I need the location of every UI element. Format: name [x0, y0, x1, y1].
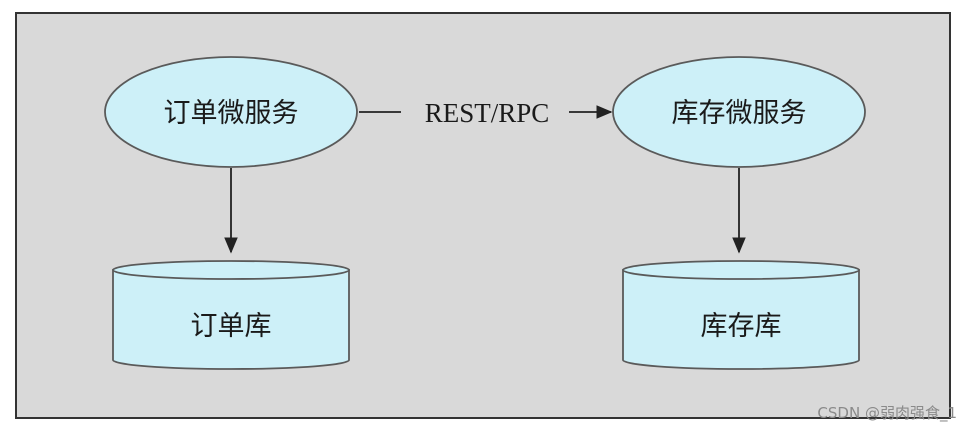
- watermark: CSDN @弱肉强食_1: [817, 404, 957, 422]
- order-service-node: 订单微服务: [104, 56, 358, 168]
- inventory-service-node: 库存微服务: [612, 56, 866, 168]
- order-db-label: 订单库: [191, 311, 272, 342]
- inventory-service-label: 库存微服务: [672, 98, 807, 129]
- service-call-label: REST/RPC: [425, 98, 550, 128]
- order-service-label: 订单微服务: [164, 98, 299, 129]
- inventory-db-label: 库存库: [701, 311, 782, 342]
- order-db-node: 订单库: [112, 260, 350, 370]
- inventory-db-node: 库存库: [622, 260, 860, 370]
